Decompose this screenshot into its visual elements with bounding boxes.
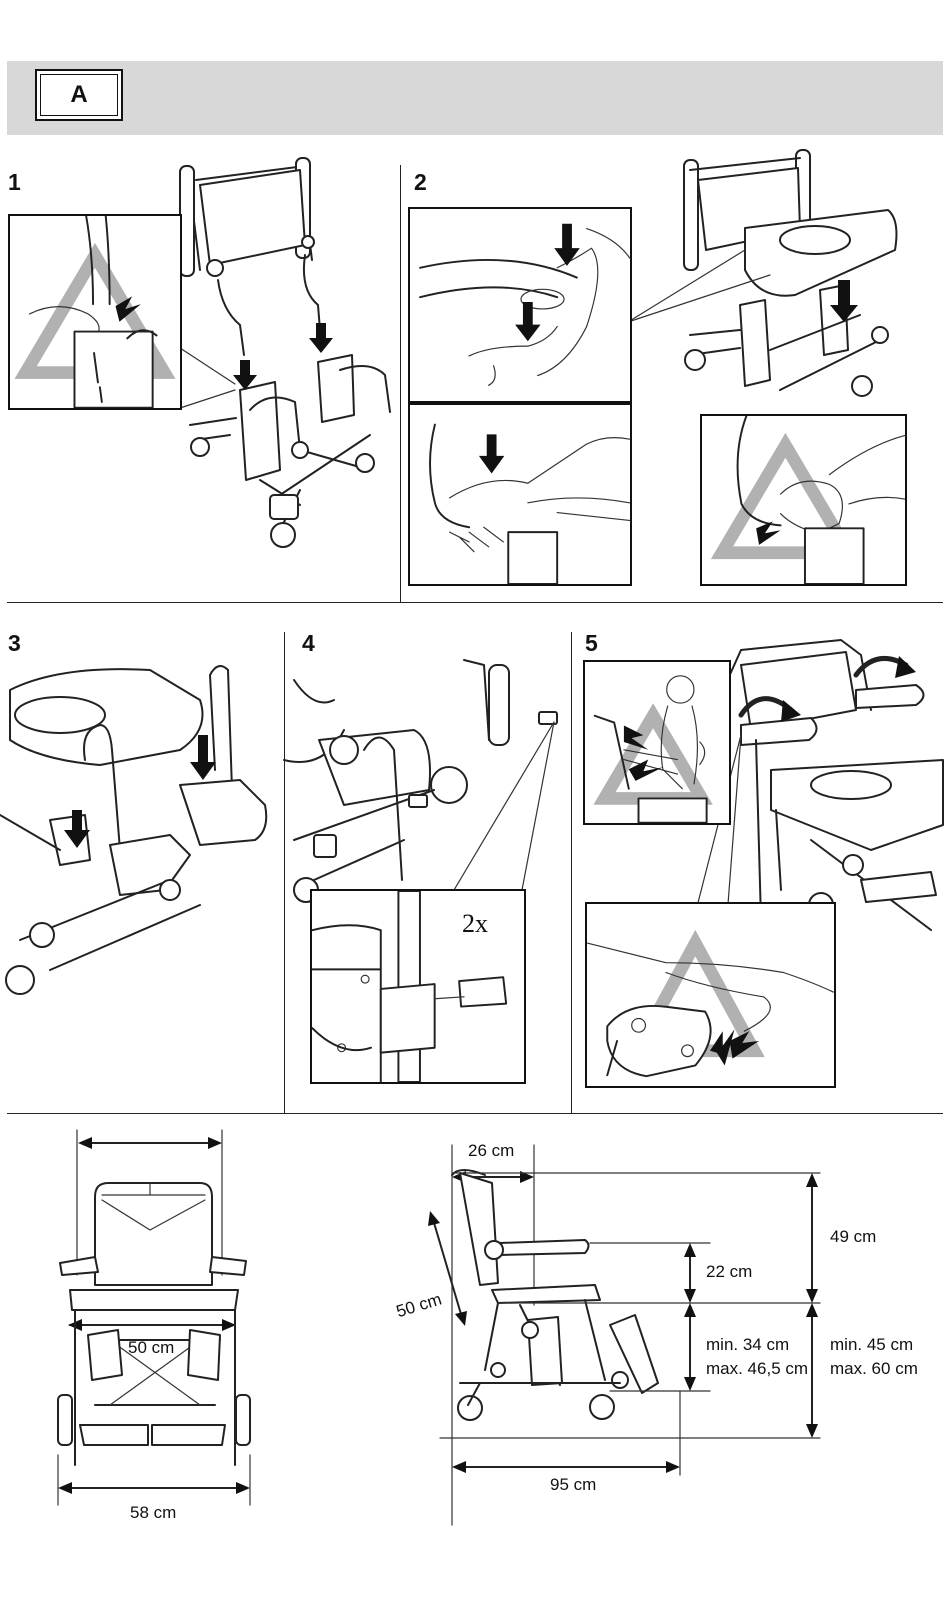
step5-warning-inset-top bbox=[583, 660, 731, 825]
divider-row-1 bbox=[7, 602, 943, 603]
step3-illustration bbox=[0, 640, 284, 1110]
step1-illustration bbox=[0, 150, 400, 600]
section-header: A bbox=[7, 61, 943, 135]
total-height-max-label: max. 60 cm bbox=[830, 1359, 918, 1379]
step1-warning-inset bbox=[8, 214, 182, 410]
step5-body-pinch-detail bbox=[585, 662, 729, 823]
step4-lock-detail bbox=[312, 891, 524, 1082]
step5-hinge-pinch-detail bbox=[587, 904, 834, 1086]
seat-width-label: 50 cm bbox=[128, 1338, 174, 1358]
step2-illustration bbox=[400, 150, 943, 600]
step2-press-rim-detail bbox=[410, 405, 630, 584]
step4-lock-inset: 2x bbox=[310, 889, 526, 1084]
down-arrow-icon bbox=[233, 323, 333, 390]
section-label: A bbox=[70, 81, 87, 109]
armrest-height-label: 22 cm bbox=[706, 1262, 752, 1282]
step5-illustration bbox=[571, 640, 943, 1110]
step1-pinch-detail bbox=[10, 216, 180, 408]
warning-triangle-icon bbox=[604, 716, 701, 799]
step4-illustration: 2x bbox=[284, 640, 571, 1110]
back-top-height-label: 49 cm bbox=[830, 1227, 876, 1247]
total-height-min-label: min. 45 cm bbox=[830, 1335, 913, 1355]
step2-inset-press-seat bbox=[408, 207, 632, 403]
overall-length-label: 95 cm bbox=[550, 1475, 596, 1495]
step2-inset-press-rim bbox=[408, 403, 632, 586]
down-arrow-icon bbox=[479, 434, 504, 473]
backrest-depth-label: 26 cm bbox=[468, 1141, 514, 1161]
front-view-dimensions: 50 cm 58 cm bbox=[40, 1125, 270, 1555]
seat-height-max-label: max. 46,5 cm bbox=[706, 1359, 808, 1379]
section-label-box: A bbox=[35, 69, 123, 121]
step2-warning-inset bbox=[700, 414, 907, 586]
step3-footrest-drawing bbox=[0, 640, 284, 1110]
down-arrow-icon bbox=[515, 224, 580, 342]
step2-press-seat-detail bbox=[410, 209, 630, 401]
repeat-count-label: 2x bbox=[462, 909, 488, 939]
divider-row-2 bbox=[7, 1113, 943, 1114]
seat-height-min-label: min. 34 cm bbox=[706, 1335, 789, 1355]
step5-warning-inset-bottom bbox=[585, 902, 836, 1088]
overall-width-label: 58 cm bbox=[130, 1503, 176, 1523]
side-view-dimensions: 26 cm 50 cm 22 cm min. 34 cm max. 46,5 c… bbox=[380, 1125, 950, 1555]
step2-pinch-detail bbox=[702, 416, 905, 584]
